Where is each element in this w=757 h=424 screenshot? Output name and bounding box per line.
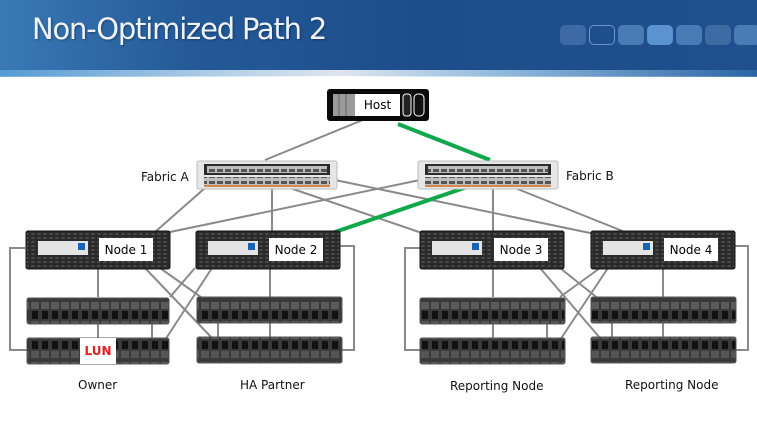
link-host-fabric-a	[264, 116, 371, 161]
pager-dot[interactable]	[705, 25, 731, 45]
slide-title: Non-Optimized Path 2	[32, 12, 327, 46]
fabric-a-switch[interactable]	[196, 160, 338, 190]
pager-dot[interactable]	[734, 25, 757, 45]
links	[9, 116, 749, 351]
active-path	[334, 122, 491, 234]
disk-shelf[interactable]	[196, 296, 343, 324]
disk-shelf[interactable]	[590, 296, 737, 324]
link-fabric-b-node-4	[514, 187, 626, 233]
slide-header: Non-Optimized Path 2	[0, 0, 757, 76]
link-fabric-b-node-1	[169, 179, 421, 233]
role-reporting-node: Reporting Node	[625, 378, 719, 392]
pager-dot[interactable]	[589, 25, 615, 45]
link-node-4-shelf	[733, 245, 749, 351]
link-node-1-shelf	[9, 247, 27, 351]
fabric-b-label: Fabric B	[566, 169, 614, 183]
pager-dot[interactable]	[676, 25, 702, 45]
fabric-a-label: Fabric A	[141, 170, 189, 184]
pager-dot-active[interactable]	[647, 25, 673, 45]
pager-dot[interactable]	[560, 25, 586, 45]
active-link-host-fabric-b	[397, 122, 491, 162]
node-1-label: Node 1	[99, 238, 153, 261]
link-fabric-a-node-1	[154, 187, 206, 233]
disk-shelf[interactable]	[590, 336, 737, 364]
link-node-2-shelf	[340, 245, 355, 351]
slide-pager	[560, 25, 757, 45]
role-ha-partner: HA Partner	[240, 378, 305, 392]
lun-label: LUN	[80, 338, 116, 364]
active-link-fabric-b-node-2	[334, 184, 471, 234]
node-2-label: Node 2	[269, 238, 323, 261]
pager-dot[interactable]	[618, 25, 644, 45]
role-reporting-node: Reporting Node	[450, 379, 544, 393]
role-owner: Owner	[78, 378, 118, 392]
disk-shelf[interactable]	[26, 297, 170, 325]
disk-shelf[interactable]	[419, 297, 566, 325]
link-fabric-a-node-3	[289, 187, 426, 235]
fabric-b-switch[interactable]	[417, 160, 559, 190]
node-3-label: Node 3	[494, 238, 548, 261]
link-node-3-shelf	[404, 247, 420, 351]
disk-shelf[interactable]	[196, 336, 343, 364]
header-stripe	[0, 70, 757, 77]
node-4-label: Node 4	[664, 238, 718, 261]
disk-shelf[interactable]	[419, 337, 566, 365]
host-label: Host	[355, 94, 400, 116]
